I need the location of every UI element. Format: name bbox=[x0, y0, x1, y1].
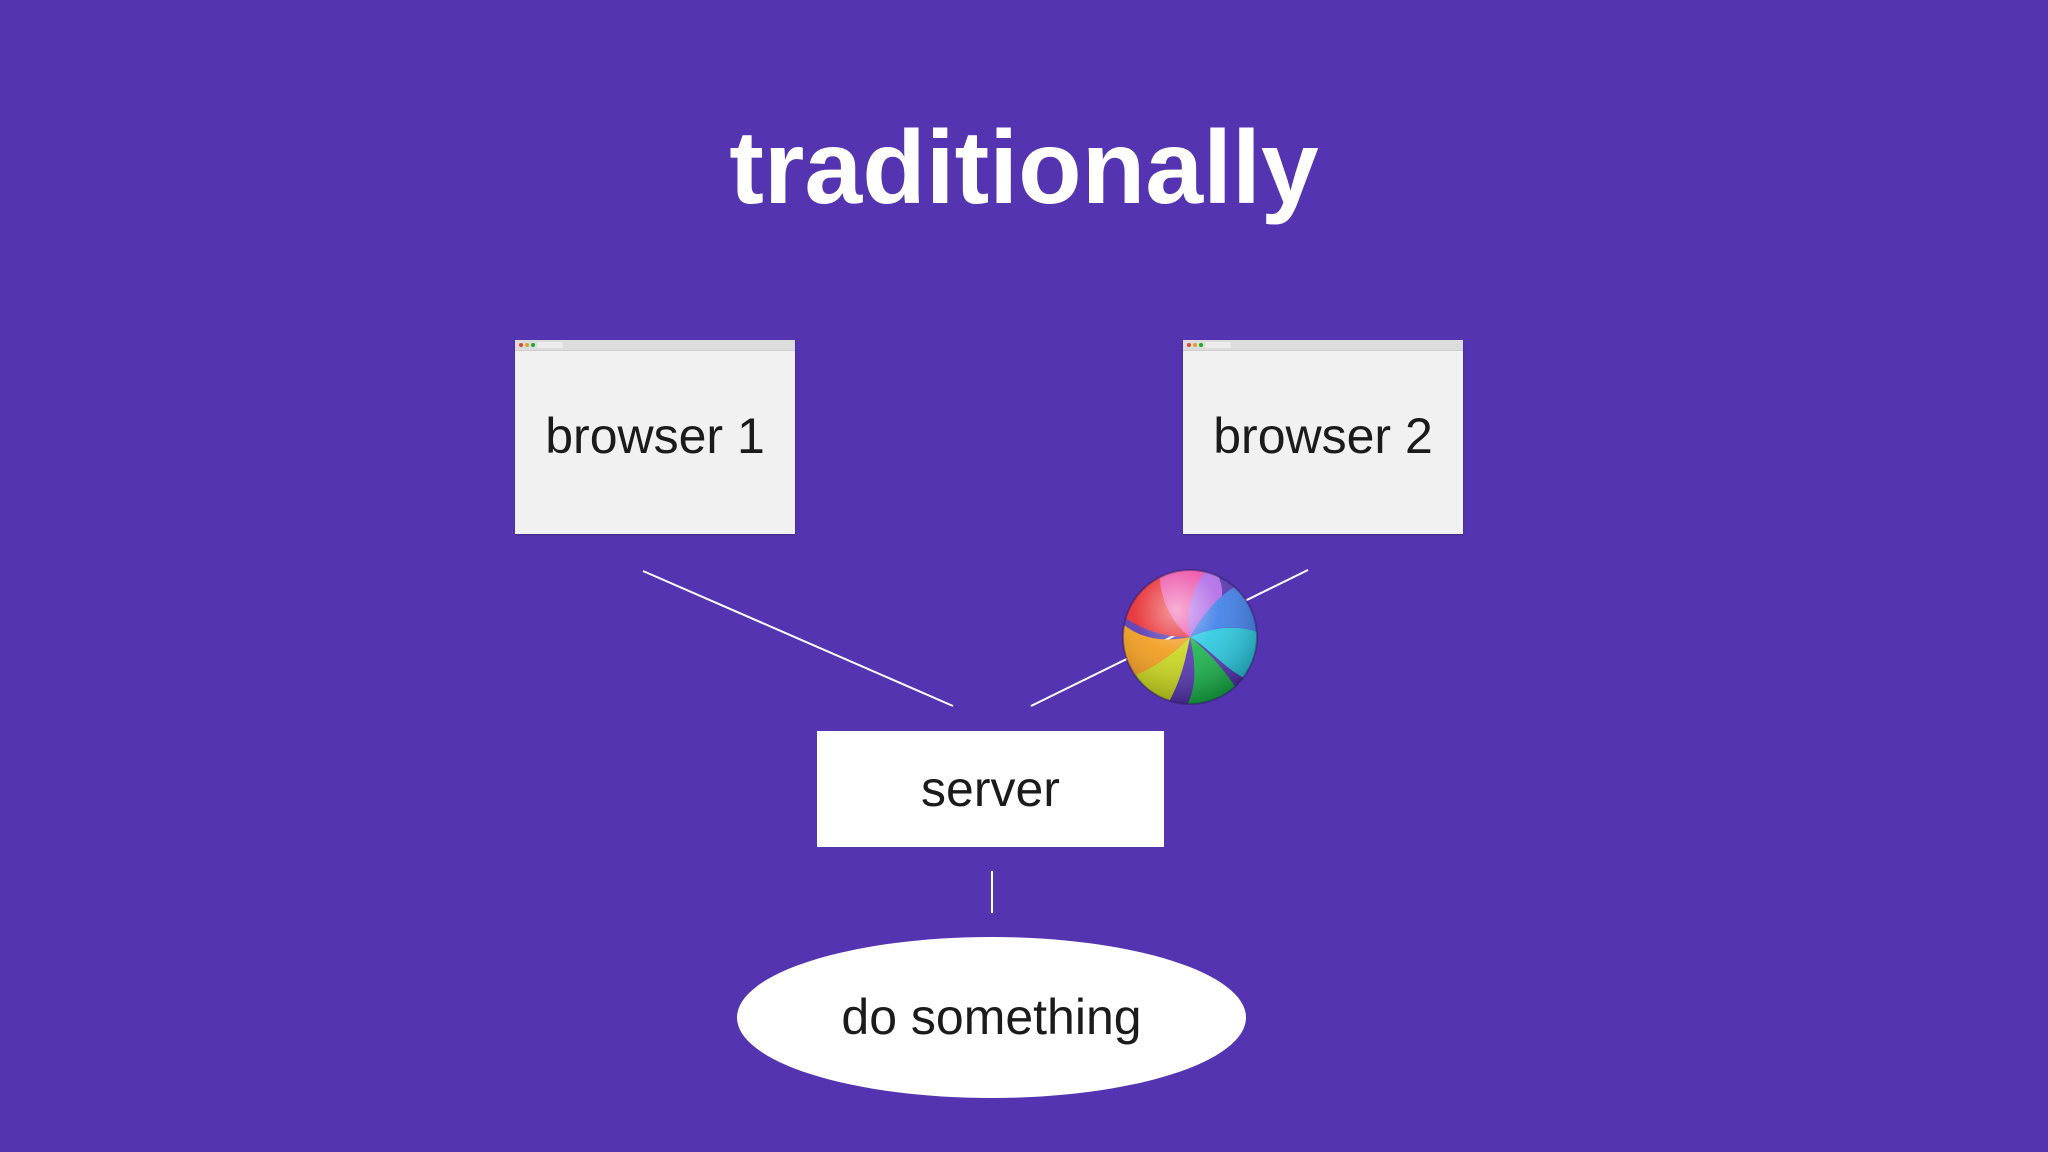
browser-window-icon bbox=[1183, 340, 1463, 351]
do-something-ellipse: do something bbox=[737, 937, 1246, 1098]
server-box: server bbox=[817, 731, 1164, 847]
browser-1-window: browser 1 bbox=[515, 340, 795, 534]
connector-browser-1-server bbox=[642, 570, 954, 707]
spinning-beach-ball-icon bbox=[1121, 568, 1259, 706]
slide-title: traditionally bbox=[729, 110, 1319, 226]
browser-1-label: browser 1 bbox=[545, 408, 765, 464]
browser-2-label: browser 2 bbox=[1213, 408, 1433, 464]
browser-2-window: browser 2 bbox=[1183, 340, 1463, 534]
browser-window-icon bbox=[515, 340, 795, 351]
server-label: server bbox=[921, 761, 1060, 817]
do-something-label: do something bbox=[841, 989, 1142, 1045]
